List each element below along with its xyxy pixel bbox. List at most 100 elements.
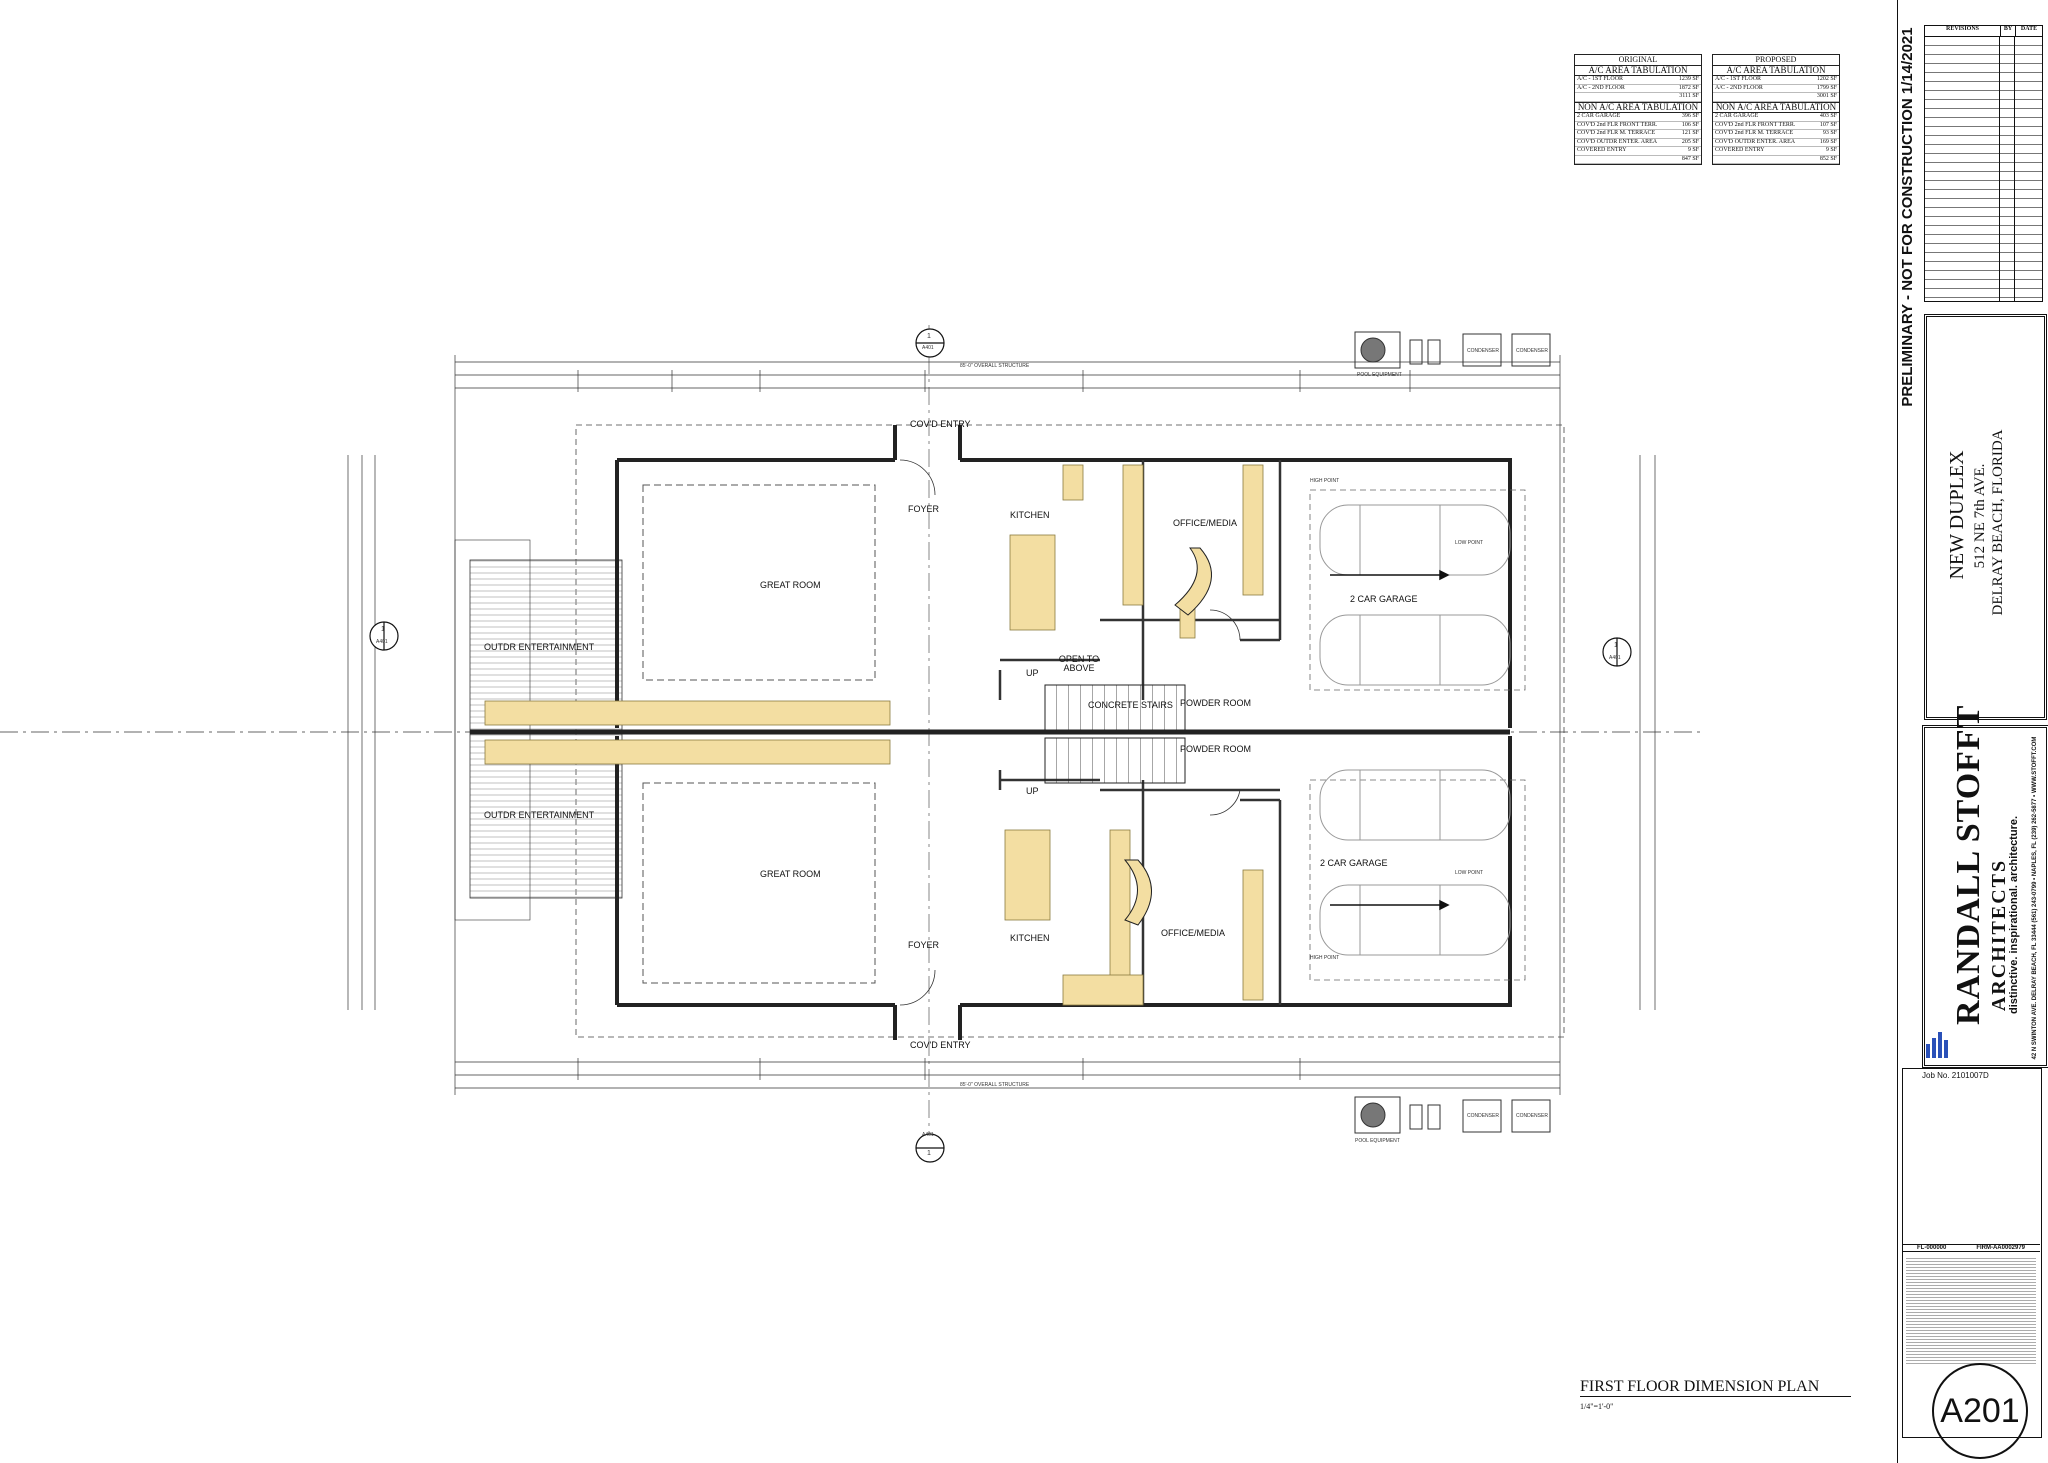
project-address-line2: DELRAY BEACH, FLORIDA bbox=[1990, 429, 2006, 616]
sheet-number: A201 bbox=[1932, 1363, 2028, 1459]
tabulation-row-label: A/C - 1ST FLOOR bbox=[1577, 76, 1624, 82]
section-ref-bottom: A401 bbox=[922, 1132, 934, 1138]
label-powder-room-upper: POWDER ROOM bbox=[1180, 698, 1251, 708]
original-ac-title: A/C AREA TABULATION bbox=[1575, 65, 1701, 76]
garage-lower bbox=[1309, 779, 1526, 981]
tabulation-row-value: 169 SF bbox=[1819, 138, 1837, 145]
pool-equipment-label-top: POOL EQUIPMENT bbox=[1357, 372, 1402, 378]
project-name: NEW DUPLEX bbox=[1946, 450, 1968, 580]
label-kitchen-lower: KITCHEN bbox=[1010, 933, 1050, 943]
drawing-scale: 1/4"=1'-0" bbox=[1580, 1402, 1614, 1411]
label-covd-entry-upper: COV'D ENTRY bbox=[910, 419, 971, 429]
office-desk-lower bbox=[1123, 859, 1152, 926]
tabulation-row: COV'D 2nd FLR FRONT TERR.106 SF bbox=[1575, 121, 1701, 130]
title-block-divider bbox=[1897, 0, 1898, 1463]
tabulation-row-label: COV'D 2nd FLR FRONT TERR. bbox=[1577, 121, 1658, 128]
office-desk-upper bbox=[1174, 547, 1213, 616]
label-great-room-upper: GREAT ROOM bbox=[760, 580, 821, 590]
exterior-equipment bbox=[1354, 331, 1551, 1134]
section-mark-left: 1 bbox=[381, 626, 385, 633]
label-outdr-entertainment-lower: OUTDR ENTERTAINMENT bbox=[484, 810, 595, 820]
label-kitchen-upper: KITCHEN bbox=[1010, 510, 1050, 520]
section-ref-top: A401 bbox=[922, 345, 934, 351]
project-box bbox=[1924, 314, 2047, 720]
tabulation-row-value: 403 SF bbox=[1819, 113, 1837, 119]
tabulation-row: 847 SF bbox=[1575, 155, 1701, 164]
concrete-stairs-upper bbox=[1044, 684, 1186, 731]
outdoor-deck bbox=[469, 559, 623, 899]
tabulation-row-label: COV'D 2nd FLR FRONT TERR. bbox=[1715, 121, 1796, 128]
tabulation-row-value: 3111 SF bbox=[1679, 93, 1699, 99]
tabulation-row-label: COVERED ENTRY bbox=[1577, 147, 1627, 153]
tabulation-row-label: A/C - 2ND FLOOR bbox=[1577, 84, 1625, 91]
tabulation-row: COV'D 2nd FLR FRONT TERR.107 SF bbox=[1713, 121, 1839, 130]
tabulation-row-label: COV'D 2nd FLR M. TERRACE bbox=[1577, 130, 1656, 136]
license-row: FL-000000 FIRM-AA0002979 bbox=[1902, 1244, 2040, 1252]
tabulation-row-label: COV'D OUTDR ENTER. AREA bbox=[1577, 138, 1658, 145]
label-outdr-entertainment-upper: OUTDR ENTERTAINMENT bbox=[484, 642, 595, 652]
section-markers bbox=[369, 328, 1632, 1163]
original-header: ORIGINAL bbox=[1575, 55, 1701, 66]
proposed-header: PROPOSED bbox=[1713, 55, 1839, 66]
label-foyer-lower: FOYER bbox=[908, 940, 940, 950]
label-covd-entry-lower: COV'D ENTRY bbox=[910, 1040, 971, 1050]
tabulation-row-value: 1239 SF bbox=[1678, 76, 1699, 82]
label-garage-lower: 2 CAR GARAGE bbox=[1320, 858, 1388, 868]
label-powder-room-lower: POWDER ROOM bbox=[1180, 744, 1251, 754]
tabulation-row-value: 1799 SF bbox=[1816, 84, 1837, 91]
condenser-label-2: CONDENSER bbox=[1516, 348, 1548, 354]
tabulation-row-label: A/C - 2ND FLOOR bbox=[1715, 84, 1763, 91]
by-header: BY bbox=[2001, 26, 2016, 36]
revisions-table: REVISIONS BY DATE bbox=[1924, 25, 2043, 302]
tabulation-row-value: 9 SF bbox=[1825, 147, 1837, 153]
original-area-tabulation: ORIGINAL A/C AREA TABULATION A/C - 1ST F… bbox=[1574, 54, 1702, 165]
firm-address: 42 N SWINTON AVE. DELRAY BEACH, FL 33444… bbox=[2032, 736, 2038, 1060]
label-up-upper: UP bbox=[1026, 668, 1039, 678]
highlighted-walls bbox=[484, 464, 1264, 1006]
tabulation-row-value: 847 SF bbox=[1681, 155, 1699, 162]
pool-equipment-label-bottom: POOL EQUIPMENT bbox=[1355, 1138, 1400, 1144]
proposed-ac-rows: A/C - 1ST FLOOR 1202 SF A/C - 2ND FLOOR 179… bbox=[1713, 76, 1839, 102]
proposed-area-tabulation: PROPOSED A/C AREA TABULATION A/C - 1ST F… bbox=[1712, 54, 1840, 165]
label-high-point-upper: HIGH POINT bbox=[1310, 478, 1340, 484]
overall-structure-dim-top: 85'-0" OVERALL STRUCTURE bbox=[960, 363, 1030, 369]
tabulation-row: A/C - 1ST FLOOR 1202 SF bbox=[1713, 76, 1839, 85]
tabulation-row: A/C - 2ND FLOOR 1799 SF bbox=[1713, 84, 1839, 93]
section-mark-right: 1 bbox=[1614, 642, 1618, 649]
upper-unit-walls bbox=[615, 425, 1512, 728]
tabulation-row-value: 852 SF bbox=[1819, 155, 1837, 162]
section-mark-top: 1 bbox=[927, 333, 931, 340]
label-low-point-upper: LOW POINT bbox=[1455, 540, 1484, 546]
revisions-header: REVISIONS bbox=[1925, 26, 2001, 36]
tabulation-row-value: 3001 SF bbox=[1816, 93, 1837, 99]
tabulation-row-value: 121 SF bbox=[1681, 130, 1699, 136]
label-low-point-lower: LOW POINT bbox=[1455, 870, 1484, 876]
license-right: FIRM-AA0002979 bbox=[1976, 1245, 2025, 1251]
tabulation-row: COV'D 2nd FLR M. TERRACE 121 SF bbox=[1575, 130, 1701, 139]
label-great-room-lower: GREAT ROOM bbox=[760, 869, 821, 879]
job-number: Job No. 2101007D bbox=[1922, 1071, 1989, 1080]
original-nonac-title: NON A/C AREA TABULATION bbox=[1575, 101, 1701, 113]
license-left: FL-000000 bbox=[1916, 1245, 1947, 1251]
date-header: DATE bbox=[2020, 26, 2038, 32]
label-office-media-upper: OFFICE/MEDIA bbox=[1173, 518, 1238, 528]
slope-arrows bbox=[1330, 569, 1450, 911]
label-office-media-lower: OFFICE/MEDIA bbox=[1161, 928, 1226, 938]
garage-upper bbox=[1309, 489, 1526, 691]
section-mark-bottom: 1 bbox=[927, 1150, 931, 1157]
drawing-title: FIRST FLOOR DIMENSION PLAN bbox=[1580, 1378, 1851, 1397]
tabulation-row-value: 1202 SF bbox=[1816, 76, 1837, 82]
concrete-stairs-lower bbox=[1044, 737, 1186, 784]
condenser-label-3: CONDENSER bbox=[1467, 1113, 1499, 1119]
label-concrete-stairs: CONCRETE STAIRS bbox=[1088, 700, 1173, 710]
tabulation-row-label: A/C - 1ST FLOOR bbox=[1715, 76, 1762, 82]
